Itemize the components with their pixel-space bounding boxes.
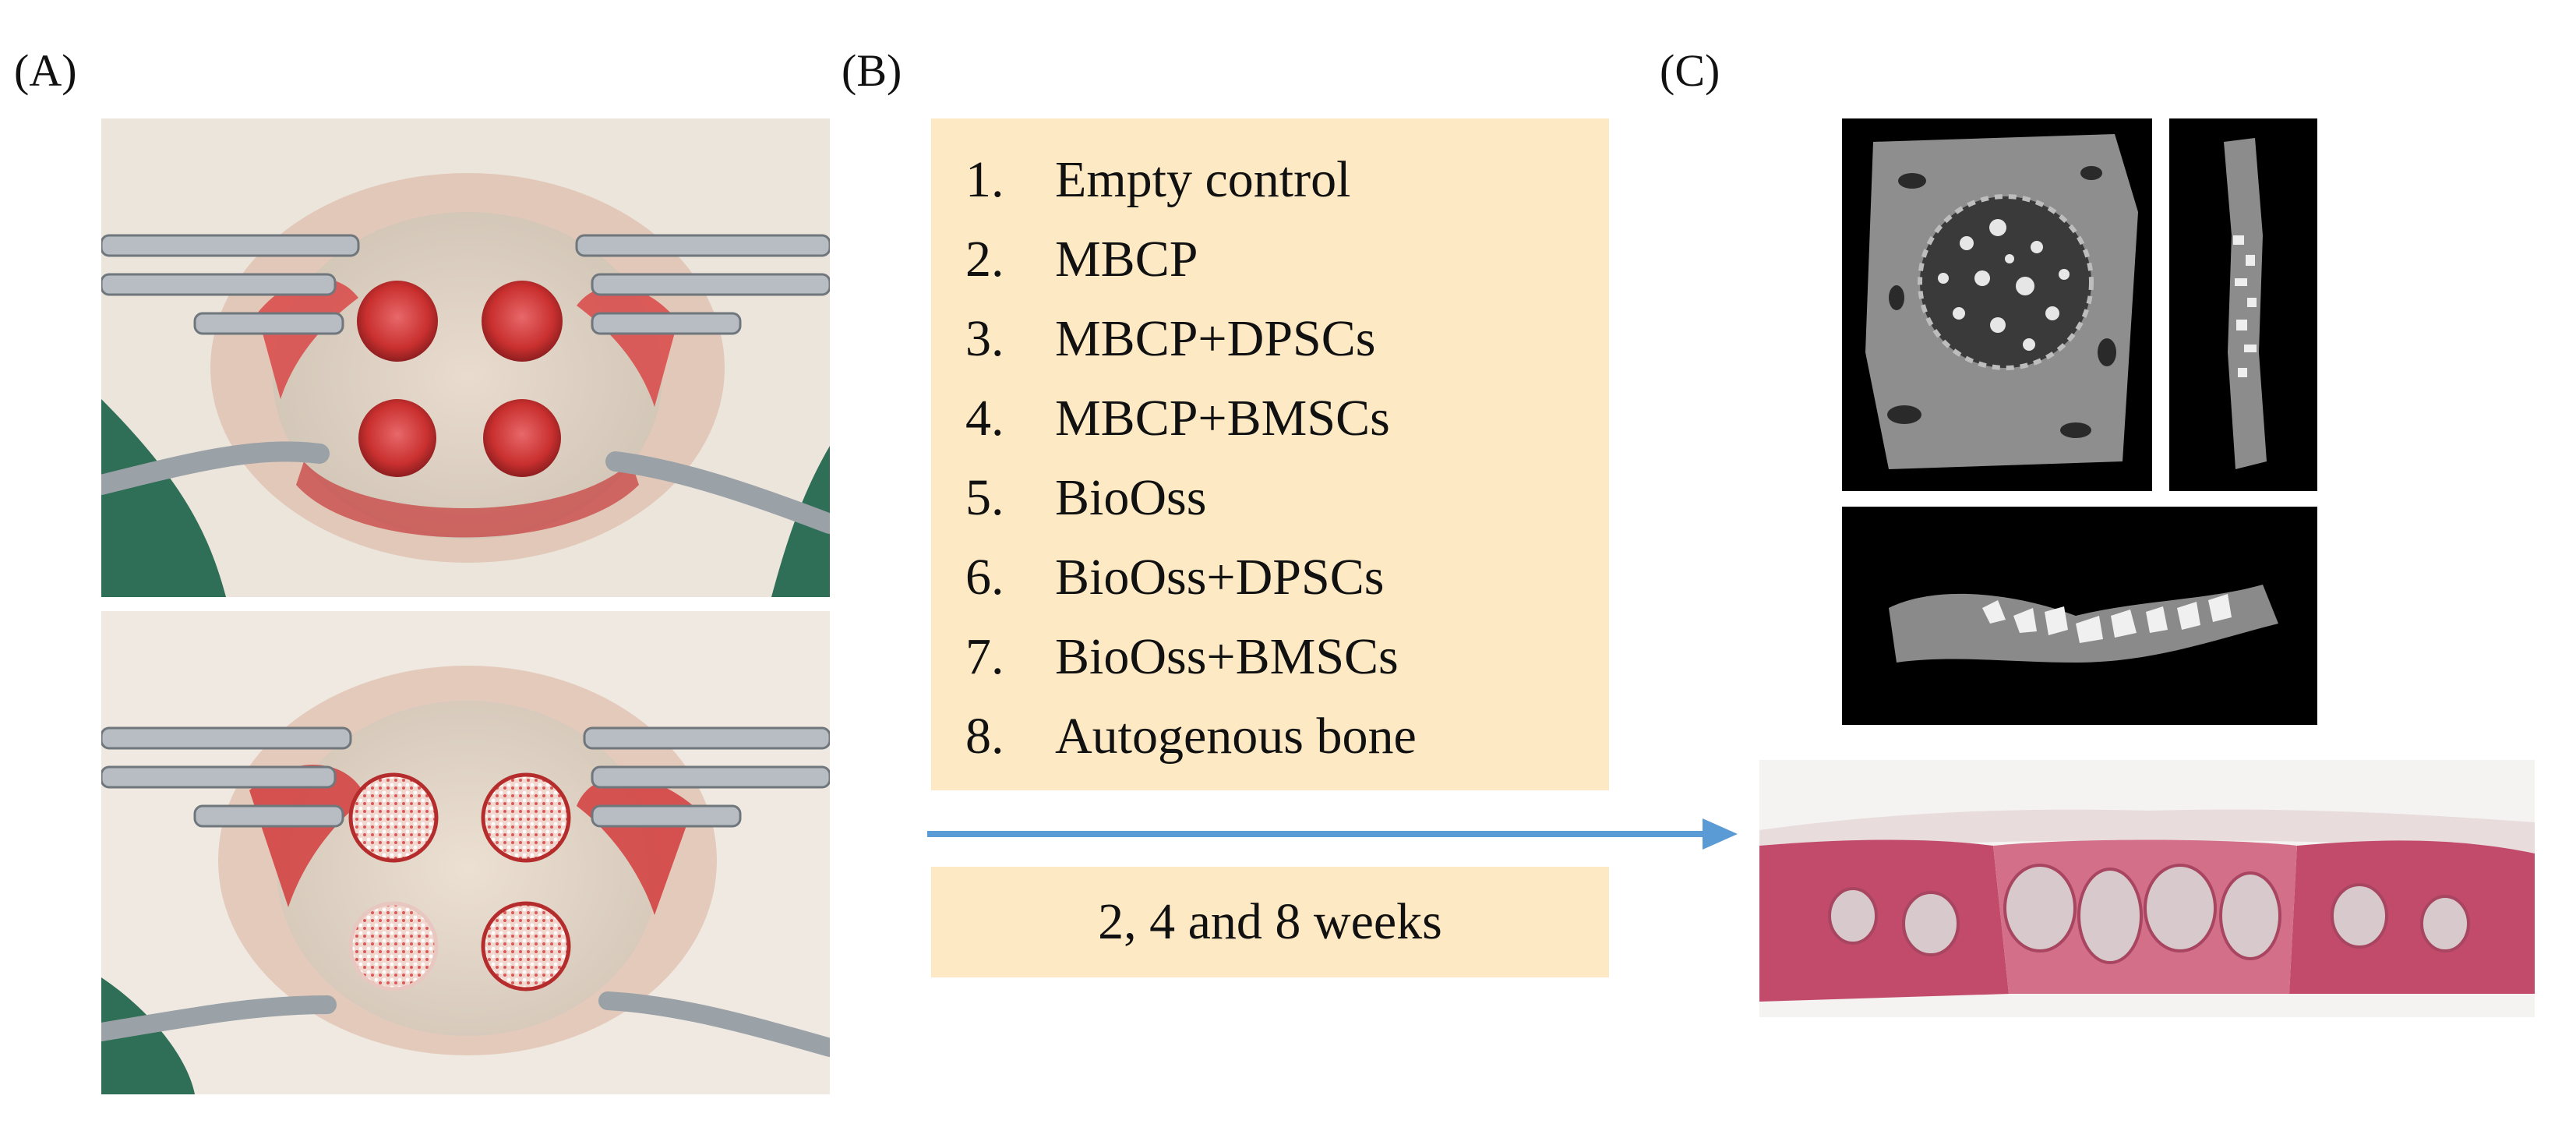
group-number: 4. (965, 390, 1004, 447)
group-label: Empty control (1055, 151, 1351, 208)
group-item: 4. MBCP+BMSCs (965, 393, 1390, 444)
group-number: 8. (965, 708, 1004, 765)
group-item: 7. BioOss+BMSCs (965, 631, 1399, 683)
group-number: 5. (965, 469, 1004, 526)
experimental-groups-box: 1. Empty control 2. MBCP 3. MBCP+DPSCs 4. MB… (931, 118, 1609, 790)
group-number: 7. (965, 628, 1004, 685)
group-label: BioOss (1055, 469, 1207, 526)
surgery-photo-defects (101, 118, 830, 597)
group-label: MBCP (1055, 231, 1198, 288)
panel-label-b: (B) (842, 45, 902, 96)
group-number: 2. (965, 231, 1004, 288)
group-item: 6. BioOss+DPSCs (965, 552, 1384, 603)
group-item: 3. MBCP+DPSCs (965, 313, 1375, 365)
timepoints-text: 2, 4 and 8 weeks (1098, 893, 1442, 950)
group-label: Autogenous bone (1055, 708, 1417, 765)
group-label: MBCP+DPSCs (1055, 310, 1376, 367)
timeline-arrow (927, 818, 1738, 850)
group-item: 8. Autogenous bone (965, 711, 1417, 762)
microct-sagittal-view (2169, 118, 2317, 491)
group-item: 5. BioOss (965, 472, 1206, 524)
group-number: 6. (965, 549, 1004, 606)
panel-label-c: (C) (1660, 45, 1720, 96)
group-label: BioOss+BMSCs (1055, 628, 1399, 685)
group-item: 1. Empty control (965, 154, 1350, 206)
microct-axial-view (1842, 118, 2152, 491)
group-label: BioOss+DPSCs (1055, 549, 1385, 606)
timepoints-box: 2, 4 and 8 weeks (931, 867, 1609, 977)
group-label: MBCP+BMSCs (1055, 390, 1390, 447)
histology-section (1759, 760, 2535, 1017)
group-item: 2. MBCP (965, 234, 1198, 285)
group-number: 1. (965, 151, 1004, 208)
surgery-photo-grafted (101, 611, 830, 1094)
group-number: 3. (965, 310, 1004, 367)
panel-label-a: (A) (14, 45, 77, 96)
microct-coronal-view (1842, 507, 2317, 725)
